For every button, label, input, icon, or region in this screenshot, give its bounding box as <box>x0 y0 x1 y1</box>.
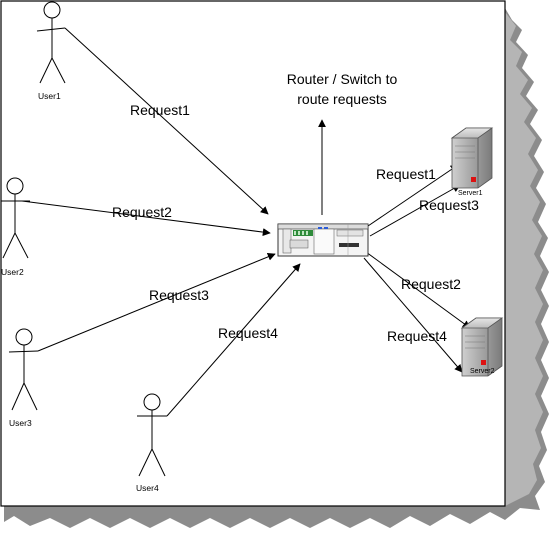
request-label-server2-a: Request2 <box>401 276 461 292</box>
router-caption-line1: Router / Switch to <box>287 71 398 87</box>
user2-figure <box>1 177 30 259</box>
user4-label: User4 <box>136 483 159 493</box>
router-caption-line2: route requests <box>297 91 387 107</box>
link-user2 <box>21 200 271 237</box>
request-label-user4: Request4 <box>218 325 278 341</box>
user4-figure <box>137 393 167 477</box>
request-label-user1: Request1 <box>130 102 190 118</box>
user2-label: User2 <box>1 267 24 277</box>
request-label-user3: Request3 <box>149 287 209 303</box>
server1-icon <box>450 127 494 189</box>
link-router-server1-a <box>367 164 459 227</box>
server1-label: Server1 <box>458 190 483 197</box>
link-router-server1-b <box>369 184 461 237</box>
server2-icon <box>460 317 504 377</box>
link-user3 <box>37 253 276 352</box>
server2-label: Server2 <box>470 368 495 375</box>
page-sheet <box>0 0 506 507</box>
link-user1 <box>64 27 269 215</box>
user-links <box>21 27 301 417</box>
user1-label: User1 <box>38 91 61 101</box>
user3-figure <box>8 328 39 411</box>
router-icon <box>277 223 369 257</box>
link-user4 <box>166 263 301 417</box>
page-shadow <box>4 8 549 528</box>
server-links <box>363 164 471 373</box>
request-label-server1-b: Request3 <box>419 197 479 213</box>
user3-label: User3 <box>9 418 32 428</box>
link-router-server2-b <box>363 257 463 373</box>
request-label-user2: Request2 <box>112 204 172 220</box>
request-label-server1-a: Request1 <box>376 166 436 182</box>
user1-figure <box>36 1 66 84</box>
link-router-server2-a <box>365 251 471 329</box>
request-label-server2-b: Request4 <box>387 328 447 344</box>
